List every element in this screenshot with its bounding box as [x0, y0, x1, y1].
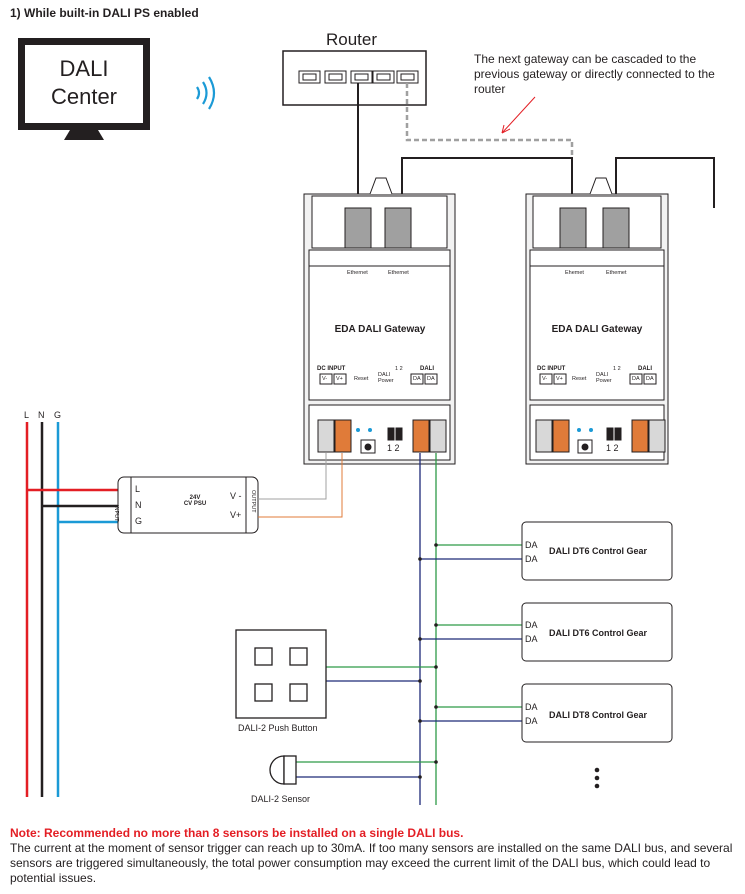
- psu-out-plus: V+: [230, 510, 242, 520]
- sensor-label: DALI-2 Sensor: [251, 794, 311, 804]
- diagram-heading: 1) While built-in DALI PS enabled: [10, 6, 199, 20]
- mains-n-label: N: [38, 410, 45, 420]
- more-devices-icon: [594, 767, 600, 789]
- psu-output-label: OUTPUT: [250, 490, 256, 513]
- dali-center-monitor-icon: [18, 38, 150, 140]
- gw2-reset: Reset: [572, 376, 587, 382]
- gw1-switch-numbers: 1 2: [387, 443, 400, 453]
- gateway-1-housing: [303, 177, 456, 465]
- gw1-switch-numbers-top: 1 2: [395, 366, 403, 372]
- footer-note-title: Note: Recommended no more than 8 sensors…: [10, 826, 464, 840]
- psu-model: 24V CV PSU: [175, 495, 215, 507]
- wireless-signal-icon: [196, 76, 216, 110]
- gw2-name: EDA DALI Gateway: [551, 324, 643, 335]
- gw1-v-minus: V-: [322, 376, 328, 382]
- psu-model-line1: 24V: [189, 495, 201, 501]
- psu-in-n: N: [135, 500, 142, 510]
- router-icon: [282, 50, 427, 106]
- gw2-dali-label: DALI: [638, 366, 652, 372]
- gateway-2-housing: [525, 177, 669, 465]
- cg2-da-1: DA: [525, 620, 538, 630]
- gw2-da-1: DA: [632, 376, 640, 382]
- psu-in-g: G: [135, 516, 143, 526]
- gw1-ethernet-label-1: Ethernet: [347, 270, 368, 276]
- cg3-da-1: DA: [525, 702, 538, 712]
- cg3-da-2: DA: [525, 716, 538, 726]
- psu-in-l: L: [135, 484, 141, 494]
- psu-input-label: INPUT: [113, 505, 119, 522]
- gw2-da-2: DA: [646, 376, 654, 382]
- psu-output-wires: [258, 453, 343, 518]
- gw1-dali-power: DALI Power: [378, 372, 394, 384]
- gw2-dc-input: DC INPUT: [537, 366, 566, 372]
- sensor-icon: [269, 755, 297, 785]
- cg1-da-1: DA: [525, 540, 538, 550]
- gw2-v-plus: V+: [556, 376, 563, 382]
- gw1-dali-label: DALI: [420, 366, 434, 372]
- gw1-dc-input: DC INPUT: [317, 366, 346, 372]
- push-button-label: DALI-2 Push Button: [238, 723, 318, 733]
- psu-out-minus: V -: [230, 491, 242, 501]
- cg1-da-2: DA: [525, 554, 538, 564]
- dali-center-line2: Center: [50, 84, 118, 109]
- gw2-ethernet-label-2: Ethemet: [606, 270, 627, 276]
- push-button-icon: [235, 629, 327, 719]
- ethernet-cables: [357, 83, 715, 215]
- gw1-v-plus: V+: [336, 376, 343, 382]
- gw2-switch-numbers: 1 2: [606, 443, 619, 453]
- mains-l-label: L: [24, 410, 30, 420]
- bus-junctions: [418, 543, 438, 779]
- footer-note-body: The current at the moment of sensor trig…: [10, 841, 733, 885]
- cg1-label: DALI DT6 Control Gear: [549, 546, 648, 556]
- cg3-label: DALI DT8 Control Gear: [549, 710, 648, 720]
- control-gear-boxes: [521, 521, 673, 743]
- dali-center-label: DALI Center: [28, 55, 140, 111]
- dali-bus-wires: [296, 453, 522, 805]
- gw1-name: EDA DALI Gateway: [334, 324, 426, 335]
- cascade-note: The next gateway can be cascaded to the …: [474, 52, 715, 96]
- gw2-v-minus: V-: [542, 376, 548, 382]
- cg2-da-2: DA: [525, 634, 538, 644]
- mains-g-label: G: [54, 410, 62, 420]
- footer-note: Note: Recommended no more than 8 sensors…: [10, 826, 740, 886]
- gw1-reset: Reset: [354, 376, 369, 382]
- cg2-label: DALI DT6 Control Gear: [549, 628, 648, 638]
- gw1-da-1: DA: [413, 376, 421, 382]
- gw2-dali-power: DALI Power: [596, 372, 612, 384]
- gw1-da-2: DA: [427, 376, 435, 382]
- gw1-ethernet-label-2: Ethernet: [388, 270, 409, 276]
- gw2-switch-numbers-top: 1 2: [613, 366, 621, 372]
- router-label: Router: [326, 30, 378, 49]
- psu-icon: [117, 476, 259, 534]
- dali-center-line1: DALI: [59, 56, 109, 81]
- gw2-ethernet-label-1: Ehemet: [565, 270, 584, 276]
- mains-wires: [25, 422, 118, 797]
- psu-model-line2: CV PSU: [183, 501, 207, 507]
